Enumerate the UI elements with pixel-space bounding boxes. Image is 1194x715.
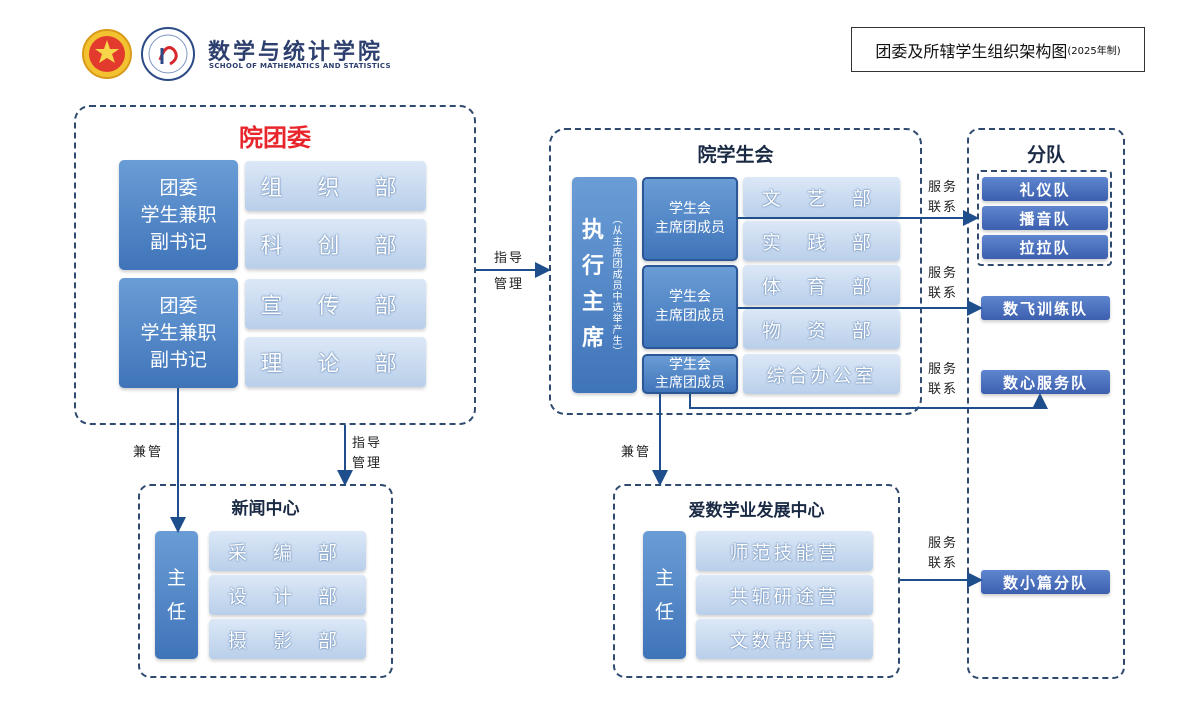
label-guide-2: 指导 管理: [352, 436, 383, 471]
team-flight: 数飞训练队: [981, 296, 1110, 320]
label-concurrent-1: 兼管: [133, 445, 164, 460]
deputy-secretary-1: 团委 学生兼职 副书记: [119, 160, 238, 270]
team-etiquette: 礼仪队: [982, 177, 1108, 201]
deputy-secretary-2: 团委 学生兼职 副书记: [119, 278, 238, 388]
dept-publicity: 宣 传 部: [245, 279, 426, 329]
school-name: 数学与统计学院: [208, 40, 384, 65]
presidium-member-3: 学生会 主席团成员: [642, 354, 738, 394]
diagram-title-box: 团委及所辖学生组织架构图 (2025年制): [851, 27, 1145, 72]
league-committee-box: [74, 105, 476, 425]
team-bamboo: 数小篇分队: [981, 570, 1110, 594]
student-union-title: 院学生会: [697, 144, 774, 166]
news-center-title: 新闻中心: [231, 499, 300, 519]
teams-box: [967, 128, 1125, 679]
teams-title: 分队: [1026, 144, 1065, 166]
label-service-1: 服务 联系: [928, 180, 959, 215]
presidium-member-1: 学生会 主席团成员: [642, 177, 738, 261]
camp-peer-support: 文数帮扶营: [696, 619, 873, 659]
camp-graduate-path: 共轭研途营: [696, 575, 873, 615]
academic-center-title: 爱数学业发展中心: [688, 501, 825, 521]
dept-innovation: 科 创 部: [245, 219, 426, 269]
dept-organization: 组 织 部: [245, 161, 426, 211]
label-service-4: 服务 联系: [928, 536, 959, 571]
dept-practice: 实 践 部: [743, 221, 900, 261]
dept-design: 设 计 部: [209, 575, 366, 615]
diagram-title: 团委及所辖学生组织架构图: [875, 41, 1068, 61]
label-service-2: 服务 联系: [928, 266, 959, 301]
team-cheer: 拉拉队: [982, 235, 1108, 259]
school-name-en: SCHOOL OF MATHEMATICS AND STATISTICS: [209, 62, 391, 70]
executive-chair-label: 执 行 主 席: [582, 218, 605, 351]
camp-teaching-skills: 师范技能营: [696, 531, 873, 571]
label-guide-1: 指导 管理: [494, 251, 525, 292]
executive-chair-note: （从主席团成员中选举产生）: [610, 213, 622, 357]
news-center-box: [138, 484, 393, 678]
dept-supplies: 物 资 部: [743, 309, 900, 349]
executive-chair: 执 行 主 席 （从主席团成员中选举产生）: [572, 177, 637, 393]
label-service-3: 服务 联系: [928, 362, 959, 397]
presidium-member-2: 学生会 主席团成员: [642, 265, 738, 349]
dept-editing: 采 编 部: [209, 531, 366, 571]
dept-general-office: 综合办公室: [743, 354, 900, 394]
team-heart-service: 数心服务队: [981, 370, 1110, 394]
dept-theory: 理 论 部: [245, 337, 426, 387]
league-committee-title: 院团委: [239, 124, 311, 152]
dept-arts: 文 艺 部: [743, 177, 900, 217]
dept-photography: 摄 影 部: [209, 619, 366, 659]
youth-league-emblem: [80, 28, 134, 80]
center-director: 主 任: [643, 531, 686, 659]
diagram-year: (2025年制): [1067, 46, 1121, 57]
dept-sports: 体 育 部: [743, 265, 900, 305]
news-director: 主 任: [155, 531, 198, 659]
academic-center-box: [613, 484, 900, 678]
college-logo: [140, 26, 196, 82]
label-concurrent-2: 兼管: [621, 445, 652, 460]
arrow-to-heart-team: [689, 393, 1048, 409]
team-broadcast: 播音队: [982, 206, 1108, 230]
